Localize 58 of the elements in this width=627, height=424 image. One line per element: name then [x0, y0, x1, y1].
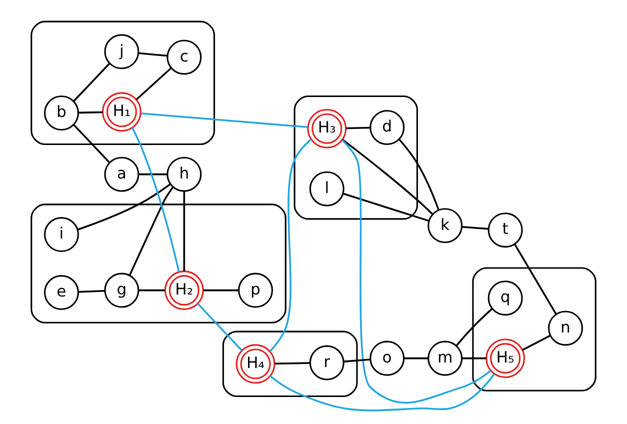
connector: [346, 126, 370, 130]
node-circle: H₃: [307, 108, 347, 148]
node-circle: m: [428, 340, 463, 376]
node-circle: c: [166, 40, 202, 75]
node-circle: a: [104, 156, 140, 192]
connector: [138, 289, 165, 292]
connector: [456, 308, 493, 346]
node-circle: j: [104, 34, 140, 70]
connector: [77, 184, 171, 230]
connector: [203, 289, 238, 292]
node-circle: g: [104, 272, 140, 308]
cluster: [294, 96, 418, 220]
connector: [274, 362, 310, 364]
connector: [183, 191, 186, 272]
connector: [344, 358, 370, 362]
node-circle: b: [44, 96, 79, 130]
node-circle: H₄: [236, 344, 276, 384]
node-circle: n: [548, 310, 584, 346]
connector: [73, 124, 110, 164]
node-circle: p: [238, 272, 274, 308]
node-circle: l: [309, 171, 344, 206]
node-circle: o: [370, 340, 405, 376]
cluster: [30, 204, 286, 324]
connector: [462, 357, 486, 360]
connector: [342, 192, 430, 222]
connector: [136, 67, 172, 100]
connector: [131, 127, 180, 272]
node-circle: H₁: [102, 92, 142, 132]
node-circle: H₂: [164, 270, 204, 310]
connector: [78, 290, 105, 293]
connector: [270, 138, 312, 352]
node-circle: i: [44, 217, 79, 252]
connector: [522, 334, 551, 351]
connector: [197, 303, 242, 352]
connector: [140, 112, 308, 128]
connector: [342, 140, 492, 404]
node-circle: H₅: [486, 338, 526, 378]
connector: [270, 373, 496, 412]
cluster: [30, 20, 216, 145]
node-circle: e: [44, 275, 79, 310]
connector: [398, 138, 440, 210]
connector: [514, 244, 557, 315]
node-circle: q: [488, 280, 523, 316]
node-circle: r: [309, 345, 344, 380]
connector: [73, 62, 110, 102]
node-circle: k: [428, 208, 463, 244]
connector: [342, 138, 433, 215]
node-circle: d: [370, 110, 405, 145]
connector: [462, 226, 488, 230]
connector: [128, 186, 174, 276]
connector: [404, 357, 428, 360]
connector: [78, 111, 103, 114]
connector: [138, 52, 168, 57]
node-circle: t: [488, 212, 523, 248]
connector: [138, 173, 168, 176]
node-circle: h: [166, 156, 202, 192]
cluster: [472, 267, 596, 392]
cluster: [222, 330, 358, 397]
